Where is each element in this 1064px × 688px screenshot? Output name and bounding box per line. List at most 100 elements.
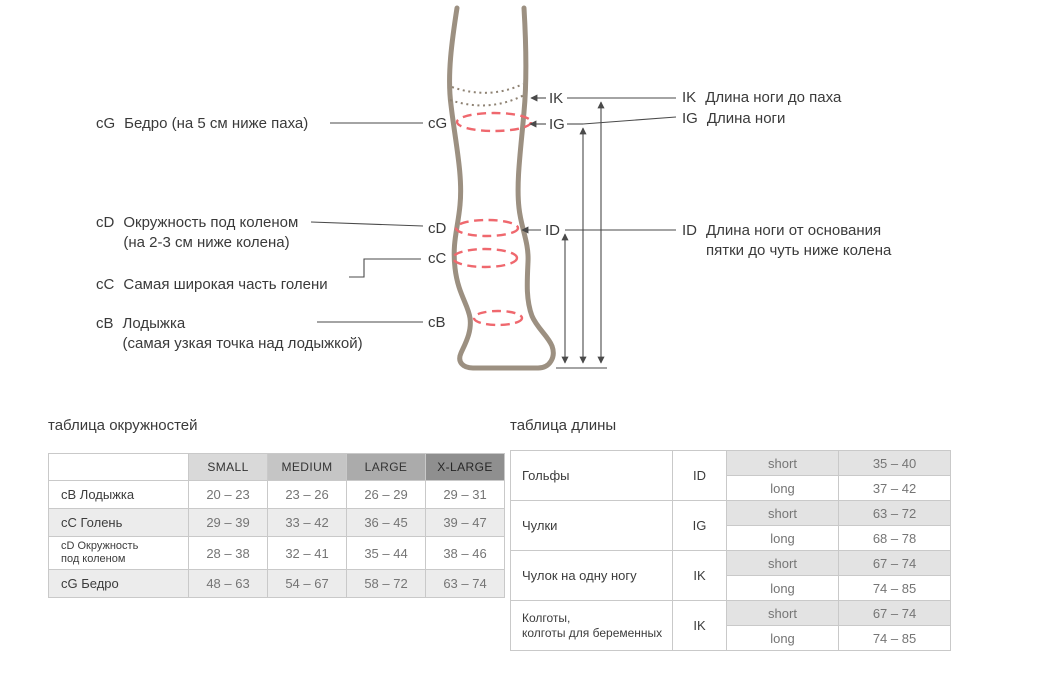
label-cD: cD Окружность под коленом (на 2-3 см ниж… <box>96 213 298 253</box>
label-ID-text2: пятки до чуть ниже колена <box>706 242 892 259</box>
product-name: Колготы, колготы для беременных <box>510 600 673 651</box>
label-cB: cB Лодыжка (самая узкая точка над лодыжк… <box>96 314 363 354</box>
label-cD-text: Окружность под коленом <box>123 214 299 231</box>
length-type: short <box>726 450 839 476</box>
label-cG-code: cG <box>96 115 116 132</box>
product-name: Чулок на одну ногу <box>510 550 673 601</box>
ellipse-cC <box>451 247 519 269</box>
row-chulok-odna-noga-short: Чулок на одну ногу IK short 67 – 74 <box>510 550 951 601</box>
length-value: 67 – 74 <box>838 600 951 626</box>
size-value: 39 – 47 <box>425 508 505 537</box>
size-value: 58 – 72 <box>346 569 426 598</box>
size-value: 26 – 29 <box>346 480 426 509</box>
measure-code: IK <box>672 550 727 601</box>
size-value: 32 – 41 <box>267 536 347 570</box>
arrow-label-IG: IG <box>549 116 565 133</box>
length-type: long <box>726 525 839 551</box>
row-kolgoty-short: Колготы, колготы для беременных IK short… <box>510 600 951 651</box>
length-type: short <box>726 550 839 576</box>
size-value: 28 – 38 <box>188 536 268 570</box>
length-table: Гольфы ID short 35 – 40 long 37 – 42 Чул… <box>510 450 951 651</box>
ellipse-cB <box>472 309 524 327</box>
label-cB-text2: (самая узкая точка над лодыжкой) <box>122 335 363 352</box>
label-ID: ID Длина ноги от основания пятки до чуть… <box>682 221 891 261</box>
column-header-medium: MEDIUM <box>267 453 347 481</box>
size-value: 36 – 45 <box>346 508 426 537</box>
label-ID-text: Длина ноги от основания <box>706 222 882 239</box>
ellipse-cG <box>455 111 533 133</box>
right-leader-lines <box>565 97 677 231</box>
ellipse-cD <box>454 218 520 238</box>
label-cC: cC Самая широкая часть голени <box>96 275 328 295</box>
arrow-label-ID: ID <box>545 222 560 239</box>
row-label: cB Лодыжка <box>48 480 189 509</box>
column-header-xlarge: X-LARGE <box>425 453 505 481</box>
length-type: long <box>726 625 839 651</box>
measure-code: ID <box>672 450 727 501</box>
length-arrows <box>521 94 546 234</box>
label-cB-code: cB <box>96 315 114 332</box>
size-value: 29 – 39 <box>188 508 268 537</box>
label-cC-text: Самая широкая часть голени <box>123 276 328 293</box>
row-cC-calf: cC Голень 29 – 39 33 – 42 36 – 45 39 – 4… <box>48 508 505 537</box>
label-cB-text: Лодыжка <box>122 315 186 332</box>
row-label: cD Окружность под коленом <box>48 536 189 570</box>
length-table-title: таблица длины <box>510 417 617 434</box>
length-value: 35 – 40 <box>838 450 951 476</box>
length-value: 63 – 72 <box>838 500 951 526</box>
row-chulki-long: long 68 – 78 <box>511 525 951 551</box>
measure-code: IG <box>672 500 727 551</box>
label-ID-code: ID <box>682 222 697 239</box>
row-cB-ankle: cB Лодыжка 20 – 23 23 – 26 26 – 29 29 – … <box>48 480 505 509</box>
row-label: cC Голень <box>48 508 189 537</box>
length-value: 74 – 85 <box>838 625 951 651</box>
label-cD-code: cD <box>96 214 115 231</box>
length-type: long <box>726 475 839 501</box>
label-IG-text: Длина ноги <box>706 110 786 127</box>
marker-cC: cC <box>428 250 447 267</box>
product-name: Чулки <box>510 500 673 551</box>
size-value: 38 – 46 <box>425 536 505 570</box>
length-value: 68 – 78 <box>838 525 951 551</box>
circumference-header-row: SMALL MEDIUM LARGE X-LARGE <box>48 453 505 481</box>
label-cC-code: cC <box>96 276 115 293</box>
column-header-small: SMALL <box>188 453 268 481</box>
label-IK: IK Длина ноги до паха <box>682 88 841 108</box>
length-type: short <box>726 600 839 626</box>
label-IG: IG Длина ноги <box>682 109 785 129</box>
row-chulki-short: Чулки IG short 63 – 72 <box>510 500 951 551</box>
length-value: 67 – 74 <box>838 550 951 576</box>
circumference-table: SMALL MEDIUM LARGE X-LARGE cB Лодыжка 20… <box>48 453 505 598</box>
length-value: 74 – 85 <box>838 575 951 601</box>
product-name: Гольфы <box>510 450 673 501</box>
label-cD-text2: (на 2-3 см ниже колена) <box>123 234 290 251</box>
size-value: 29 – 31 <box>425 480 505 509</box>
stocking-top-dotted-band <box>449 83 525 107</box>
row-golfy-short: Гольфы ID short 35 – 40 <box>510 450 951 501</box>
length-value: 37 – 42 <box>838 475 951 501</box>
marker-cG: cG <box>428 115 447 132</box>
row-cD-below-knee: cD Окружность под коленом 28 – 38 32 – 4… <box>48 536 505 570</box>
label-IK-text: Длина ноги до паха <box>705 89 842 106</box>
circumference-table-title: таблица окружностей <box>48 417 198 434</box>
size-value: 20 – 23 <box>188 480 268 509</box>
column-header-large: LARGE <box>346 453 426 481</box>
vertical-measure-lines <box>556 101 607 369</box>
label-cG-text: Бедро (на 5 см ниже паха) <box>124 115 309 132</box>
marker-cB: cB <box>428 314 446 331</box>
label-IK-code: IK <box>682 89 697 106</box>
length-type: long <box>726 575 839 601</box>
size-value: 35 – 44 <box>346 536 426 570</box>
leg-outline <box>447 5 556 371</box>
size-value: 48 – 63 <box>188 569 268 598</box>
size-value: 23 – 26 <box>267 480 347 509</box>
row-chulok-odna-noga-long: long 74 – 85 <box>511 575 951 601</box>
length-type: short <box>726 500 839 526</box>
label-cG: cG Бедро (на 5 см ниже паха) <box>96 114 308 134</box>
row-kolgoty-long: long 74 – 85 <box>511 625 951 651</box>
row-label: cG Бедро <box>48 569 189 598</box>
leg-measurement-diagram: cG cD cC cB IK IG ID <box>310 5 677 371</box>
size-value: 63 – 74 <box>425 569 505 598</box>
label-IG-code: IG <box>682 110 698 127</box>
